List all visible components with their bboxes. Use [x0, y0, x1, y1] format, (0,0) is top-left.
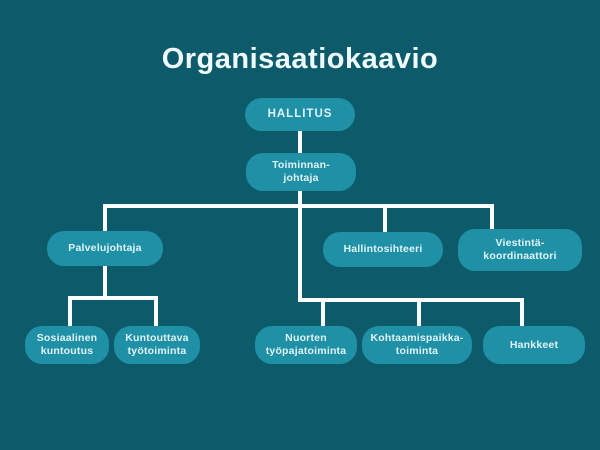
node-kohtaamispaikka-label-line1: Kohtaamispaikka-	[370, 332, 464, 344]
node-kuntouttava-tyotoiminta: Kuntouttava työtoiminta	[114, 326, 200, 364]
node-hankkeet: Hankkeet	[483, 326, 585, 364]
node-viestintakoordinaattori-label-line2: koordinaattori	[483, 250, 557, 262]
node-toiminnanjohtaja-label-line2: johtaja	[283, 172, 319, 184]
connector-drop-kohtaamispaikka	[417, 298, 421, 326]
node-hallintosihteeri: Hallintosihteeri	[323, 232, 443, 267]
connector-drop-viestintakoordinaattori	[490, 204, 494, 230]
node-hallitus: HALLITUS	[245, 98, 355, 131]
connector-drop-hallintosihteeri	[383, 204, 387, 233]
connector-drop-sosiaalinen	[68, 296, 72, 326]
connector-hallitus-toiminnanjohtaja	[298, 130, 302, 154]
node-sosiaalinen-label-line1: Sosiaalinen	[36, 332, 98, 344]
node-kohtaamispaikka-toiminta: Kohtaamispaikka- toiminta	[362, 326, 472, 364]
node-sosiaalinen-kuntoutus: Sosiaalinen kuntoutus	[25, 326, 109, 364]
node-hankkeet-label: Hankkeet	[509, 338, 559, 351]
node-nuorten-label-line1: Nuorten	[285, 332, 327, 344]
connector-drop-nuorten	[321, 298, 325, 326]
node-nuorten-tyopajatoiminta: Nuorten työpajatoiminta	[255, 326, 357, 364]
connector-right-subtree-horizontal	[298, 298, 524, 302]
node-toiminnanjohtaja-label-line1: Toiminnan-	[272, 159, 330, 171]
node-kuntouttava-label-line2: työtoiminta	[127, 345, 187, 357]
connector-toiminnanjohtaja-stem	[298, 189, 302, 206]
node-viestintakoordinaattori-label-line1: Viestintä-	[495, 237, 545, 249]
node-palvelujohtaja: Palvelujohtaja	[47, 231, 163, 266]
node-viestintakoordinaattori: Viestintä- koordinaattori	[458, 229, 582, 271]
node-nuorten-label-line2: työpajatoiminta	[265, 345, 347, 357]
connector-central-stem	[298, 204, 302, 302]
node-hallitus-label: HALLITUS	[267, 108, 333, 120]
connector-left-subtree-horizontal	[68, 296, 158, 300]
connector-palvelujohtaja-stem	[103, 266, 107, 300]
connector-drop-kuntouttava	[154, 296, 158, 326]
node-kohtaamispaikka-label-line2: toiminta	[395, 345, 439, 357]
connector-drop-palvelujohtaja	[103, 204, 107, 232]
node-sosiaalinen-label-line2: kuntoutus	[40, 345, 94, 357]
node-kuntouttava-label-line1: Kuntouttava	[125, 332, 189, 344]
node-hallintosihteeri-label: Hallintosihteeri	[343, 243, 423, 255]
page-title: Organisaatiokaavio	[161, 43, 439, 76]
connector-drop-hankkeet	[520, 298, 524, 326]
node-palvelujohtaja-label: Palvelujohtaja	[68, 242, 142, 254]
node-toiminnanjohtaja: Toiminnan- johtaja	[246, 153, 356, 191]
